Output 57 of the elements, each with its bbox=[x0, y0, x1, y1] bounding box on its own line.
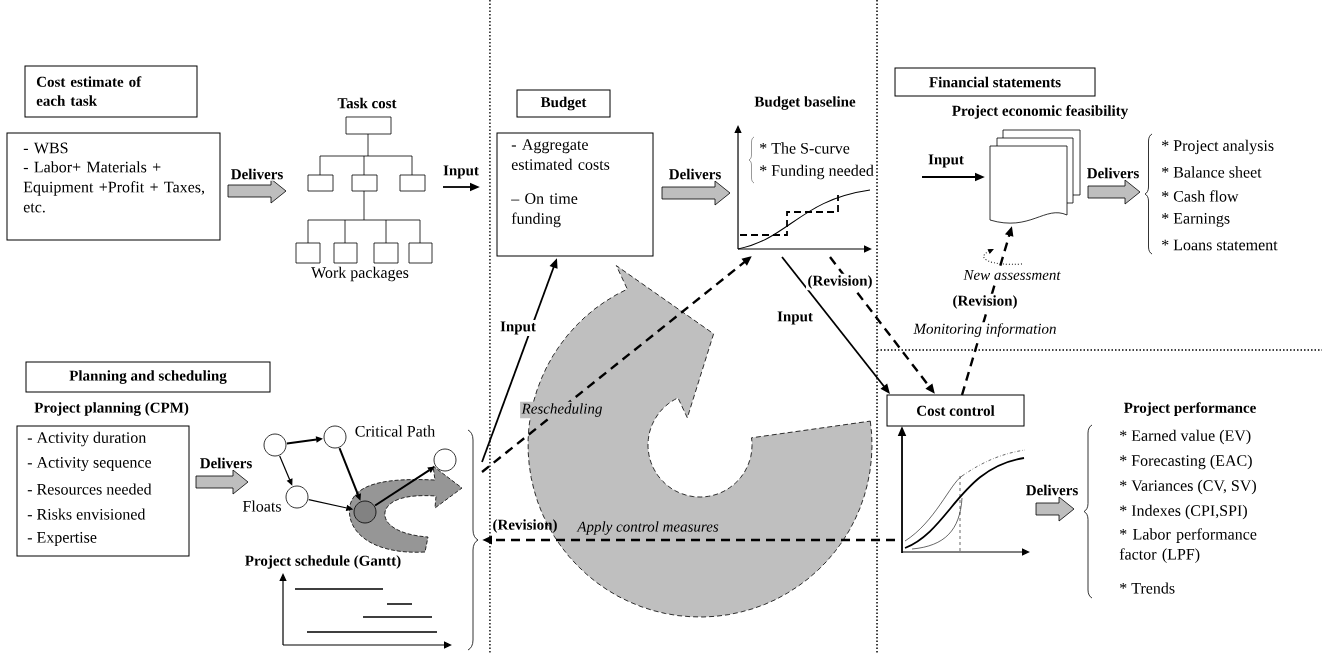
edge-label: Delivers bbox=[1024, 483, 1080, 497]
node-label: - Activity duration bbox=[27, 431, 147, 447]
heading: Project performance bbox=[1124, 402, 1256, 416]
block-arrow bbox=[1087, 179, 1141, 205]
edge-label: Delivers bbox=[229, 167, 285, 181]
edge-label: Delivers bbox=[667, 167, 723, 181]
list-item: * Forecasting (EAC) bbox=[1120, 454, 1252, 470]
node-label: - Activity sequence bbox=[27, 456, 152, 472]
list-item: * Loans statement bbox=[1162, 239, 1278, 251]
heading: Project planning (CPM) bbox=[34, 402, 189, 416]
list-item: * Balance sheet bbox=[1162, 166, 1262, 178]
annotation: Monitoring information bbox=[912, 322, 1058, 338]
chart-caption: Work packages bbox=[311, 266, 409, 282]
process-box: Cost control bbox=[886, 394, 1025, 427]
chart-title: Budget baseline bbox=[754, 96, 856, 110]
network-label: Floats bbox=[242, 500, 281, 512]
block-arrow bbox=[1035, 496, 1075, 522]
network-label: Critical Path bbox=[355, 425, 436, 437]
edge-label: Input bbox=[926, 153, 966, 169]
section-header-box: Cost estimate of each task bbox=[24, 65, 198, 118]
section-header-box: Planning and scheduling bbox=[25, 361, 271, 393]
chart-note: * The S-curve bbox=[760, 142, 850, 154]
list-item: * Trends bbox=[1120, 582, 1175, 594]
chart-title: Task cost bbox=[337, 97, 397, 109]
edge-label: Delivers bbox=[198, 456, 254, 470]
edge-label: (Revision) bbox=[951, 293, 1019, 311]
node-label: - Resources needed bbox=[27, 483, 152, 495]
edge-label: Rescheduling bbox=[520, 401, 604, 419]
list-item: * Labor performance factor (LPF) bbox=[1119, 528, 1257, 563]
edge-label: Delivers bbox=[1085, 166, 1141, 180]
annotation: New assessment bbox=[962, 269, 1062, 281]
annotation: Apply control measures bbox=[576, 521, 719, 535]
heading: Project economic feasibility bbox=[952, 105, 1129, 119]
edge-label: Input bbox=[775, 310, 815, 326]
list-box: - WBS - Labor+ Materials + Equipment +Profit + Taxes, etc. bbox=[6, 132, 221, 241]
chart-note: * Funding needed bbox=[760, 164, 874, 180]
edge-label: Input bbox=[498, 320, 538, 336]
node-label: - Expertise bbox=[27, 532, 97, 546]
list-item: * Cash flow bbox=[1162, 190, 1239, 202]
curly-brace bbox=[467, 429, 479, 651]
list-item: * Earnings bbox=[1162, 213, 1230, 227]
edge-label: Input bbox=[441, 164, 481, 180]
block-arrow bbox=[195, 469, 249, 495]
list-item: * Project analysis bbox=[1162, 139, 1274, 155]
list-item: * Variances (CV, SV) bbox=[1120, 479, 1256, 495]
section-header-box: Budget bbox=[516, 89, 611, 118]
list-item: * Indexes (CPI,SPI) bbox=[1120, 504, 1247, 520]
list-box: - Activity duration - Activity sequence - Resources needed - Risks envisioned - Expertise bbox=[16, 425, 190, 557]
block-arrow bbox=[661, 180, 731, 206]
section-header-box: Financial statements bbox=[894, 67, 1096, 97]
list-item: * Earned value (EV) bbox=[1120, 429, 1251, 445]
block-arrow bbox=[227, 178, 287, 204]
edge-label: (Revision) bbox=[493, 519, 557, 533]
chart-title: Project schedule (Gantt) bbox=[245, 555, 401, 569]
edge-label: (Revision) bbox=[806, 273, 874, 291]
list-box: - Aggregate estimated costs – On time funding bbox=[496, 132, 654, 257]
node-label: - Risks envisioned bbox=[27, 508, 146, 520]
